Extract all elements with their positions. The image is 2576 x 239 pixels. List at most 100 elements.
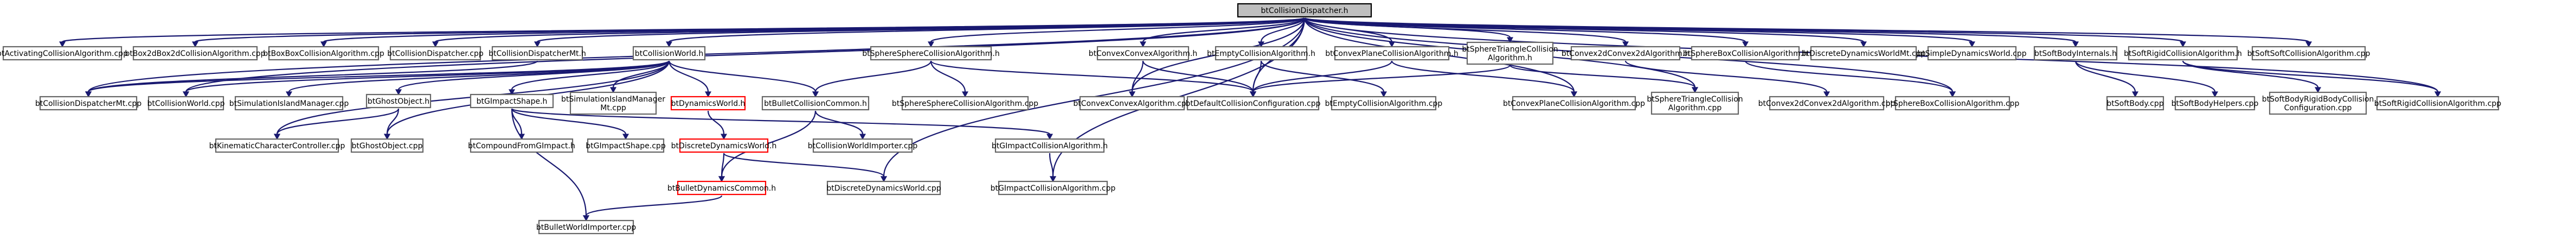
graph-node-n29[interactable]: btDefaultCollisionConfiguration.cpp [1185,96,1321,111]
node-box [679,138,769,153]
graph-node-n17[interactable]: btSoftRigidCollisionAlgorithm.h [2124,46,2242,61]
edge-n11-n29 [1252,64,1511,93]
graph-node-n5[interactable]: btCollisionDispatcherMt.h [489,46,586,61]
graph-node-n49[interactable]: btBulletWorldImporter.cpp [536,219,636,235]
edge-n5-n19 [87,60,538,93]
graph-node-n46[interactable]: btBulletDynamicsCommon.h [667,180,776,196]
edge-arrowhead-root-n14 [1860,41,1867,48]
graph-node-n27[interactable]: btSphereSphereCollisionAlgorithm.cpp [892,96,1038,111]
edge-arrowhead-n7-n26 [812,91,819,98]
graph-node-n23[interactable]: btGImpactShape.h [470,93,554,109]
graph-node-n42[interactable]: btGImpactShape.cpp [586,138,666,153]
node-box [2128,46,2238,61]
node-label: Algorithm.h [1488,54,1532,62]
edge-n7-n26 [814,60,932,92]
node-label: btEmptyCollisionAlgorithm.cpp [1325,99,1443,108]
node-box [1927,46,2017,61]
graph-node-n30[interactable]: btEmptyCollisionAlgorithm.cpp [1325,96,1443,111]
graph-node-n1[interactable]: btActivatingCollisionAlgorithm.cpp [0,46,128,61]
graph-node-n44[interactable]: btDiscreteDynamicsWorld.h [671,138,777,153]
graph-node-n28[interactable]: btConvexConvexAlgorithm.cpp [1073,96,1191,111]
graph-node-n33[interactable]: btConvex2dConvex2dAlgorithm.cpp [1758,96,1896,111]
node-label: btBulletCollisionCommon.h [764,99,867,108]
graph-node-n2[interactable]: btBox2dBox2dCollisionAlgorithm.cpp [125,46,266,61]
graph-node-n19[interactable]: btCollisionDispatcherMt.cpp [35,96,142,111]
graph-node-n22[interactable]: btGhostObject.h [365,93,432,109]
graph-node-n45[interactable]: btCollisionWorldImporter.cpp [808,138,918,153]
graph-node-n7[interactable]: btSphereSphereCollisionAlgorithm.h [862,46,1000,61]
graph-node-n39[interactable]: btKinematicCharacterController.cpp [209,138,345,153]
node-label: btDiscreteDynamicsWorld.cpp [826,184,941,193]
graph-node-n15[interactable]: btSimpleDynamicsWorld.cpp [1917,46,2027,61]
node-label: btGImpactCollisionAlgorithm.h [992,142,1108,150]
edge-arrowhead-n44-n46 [718,176,725,183]
node-label: btBulletDynamicsCommon.h [667,184,776,193]
graph-node-n8[interactable]: btConvexConvexAlgorithm.h [1089,46,1198,61]
edge-arrowhead-n13-n34 [1949,91,1956,98]
graph-node-n41[interactable]: btCompoundFromGImpact.h [468,138,575,153]
edge-root-n6 [668,17,1306,43]
node-box [670,96,746,111]
graph-node-n21[interactable]: btSimulationIslandManager.cpp [229,96,349,111]
graph-node-n12[interactable]: btConvex2dConvex2dAlgorithm.h [1562,46,1690,61]
node-box [901,96,1029,111]
graph-node-n4[interactable]: btCollisionDispatcher.cpp [387,46,484,61]
edge-arrowhead-root-n15 [1968,41,1976,48]
edge-n6-n23 [511,60,670,90]
edge-arrowhead-n10-n31 [1570,91,1578,98]
node-box [870,46,992,61]
graph-node-n38[interactable]: btSoftRigidCollisionAlgorithm.cpp [2374,96,2502,111]
graph-node-n40[interactable]: btGhostObject.cpp [350,138,424,153]
edge-n10-n29 [1252,60,1393,92]
graph-node-n31[interactable]: btConvexPlaneCollisionAlgorithm.cpp [1503,96,1645,111]
node-label: btKinematicCharacterController.cpp [209,142,345,150]
edge-arrowhead-n7-n27 [961,91,969,98]
graph-node-n48[interactable]: btDiscreteDynamicsWorld.cpp [826,180,941,196]
edge-n44-n48 [723,152,885,177]
node-box [677,180,767,196]
node-box [1894,96,2010,111]
graph-node-n18[interactable]: btSoftSoftCollisionAlgorithm.cpp [2247,46,2371,61]
graph-node-n13[interactable]: btSphereBoxCollisionAlgorithm.h [1683,46,1808,61]
edge-n23-n43 [511,108,1051,135]
edge-n22-n40 [386,108,400,135]
node-label: btDefaultCollisionConfiguration.cpp [1185,99,1320,108]
node-box [1096,46,1190,61]
node-box [1691,46,1800,61]
node-box [147,96,224,111]
node-box [491,46,583,61]
graph-node-n37[interactable]: btSoftBodyRigidBodyCollisionConfiguratio… [2262,91,2374,115]
graph-node-n16[interactable]: btSoftBodyInternals.h [2033,46,2118,61]
node-box [826,180,941,196]
edge-arrowhead-n17-n37 [2314,87,2322,93]
node-label: btSimulationIslandManager [561,95,665,104]
graph-node-n9[interactable]: btEmptyCollisionAlgorithm.h [1207,46,1315,61]
graph-node-n43[interactable]: btGImpactCollisionAlgorithm.h [992,138,1108,153]
node-label: btSoftRigidCollisionAlgorithm.cpp [2374,99,2502,108]
graph-node-root[interactable]: btCollisionDispatcher.h [1237,3,1372,18]
edge-root-n18 [1303,17,2310,43]
graph-node-n14[interactable]: btDiscreteDynamicsWorldMt.cpp [1802,46,1926,61]
graph-node-n20[interactable]: btCollisionWorld.cpp [147,96,225,111]
graph-node-n25[interactable]: btDynamicsWorld.h [670,96,746,111]
graph-node-n34[interactable]: btSphereBoxCollisionAlgorithm.cpp [1886,96,2020,111]
graph-node-n36[interactable]: btSoftBodyHelpers.cpp [2172,96,2259,111]
edge-n6-n22 [397,60,670,91]
node-box [268,46,380,61]
graph-node-n47[interactable]: btGImpactCollisionAlgorithm.cpp [991,180,1116,196]
graph-node-n3[interactable]: btBoxBoxCollisionAlgorithm.cpp [263,46,384,61]
graph-node-n26[interactable]: btBulletCollisionCommon.h [761,96,870,111]
node-label: btSphereSphereCollisionAlgorithm.cpp [892,99,1038,108]
edge-arrowhead-n23-n42 [622,134,629,140]
graph-node-n35[interactable]: btSoftBody.cpp [2106,96,2164,111]
edge-n43-n47 [1049,153,1054,177]
graph-node-n6[interactable]: btCollisionWorld.h [632,46,706,61]
graph-node-n10[interactable]: btConvexPlaneCollisionAlgorithm.h [1325,46,1459,61]
edge-n17-n38 [2182,60,2439,92]
edge-arrowhead-n8-n28 [1128,91,1136,98]
node-box [998,180,1108,196]
node-box [1466,41,1554,65]
